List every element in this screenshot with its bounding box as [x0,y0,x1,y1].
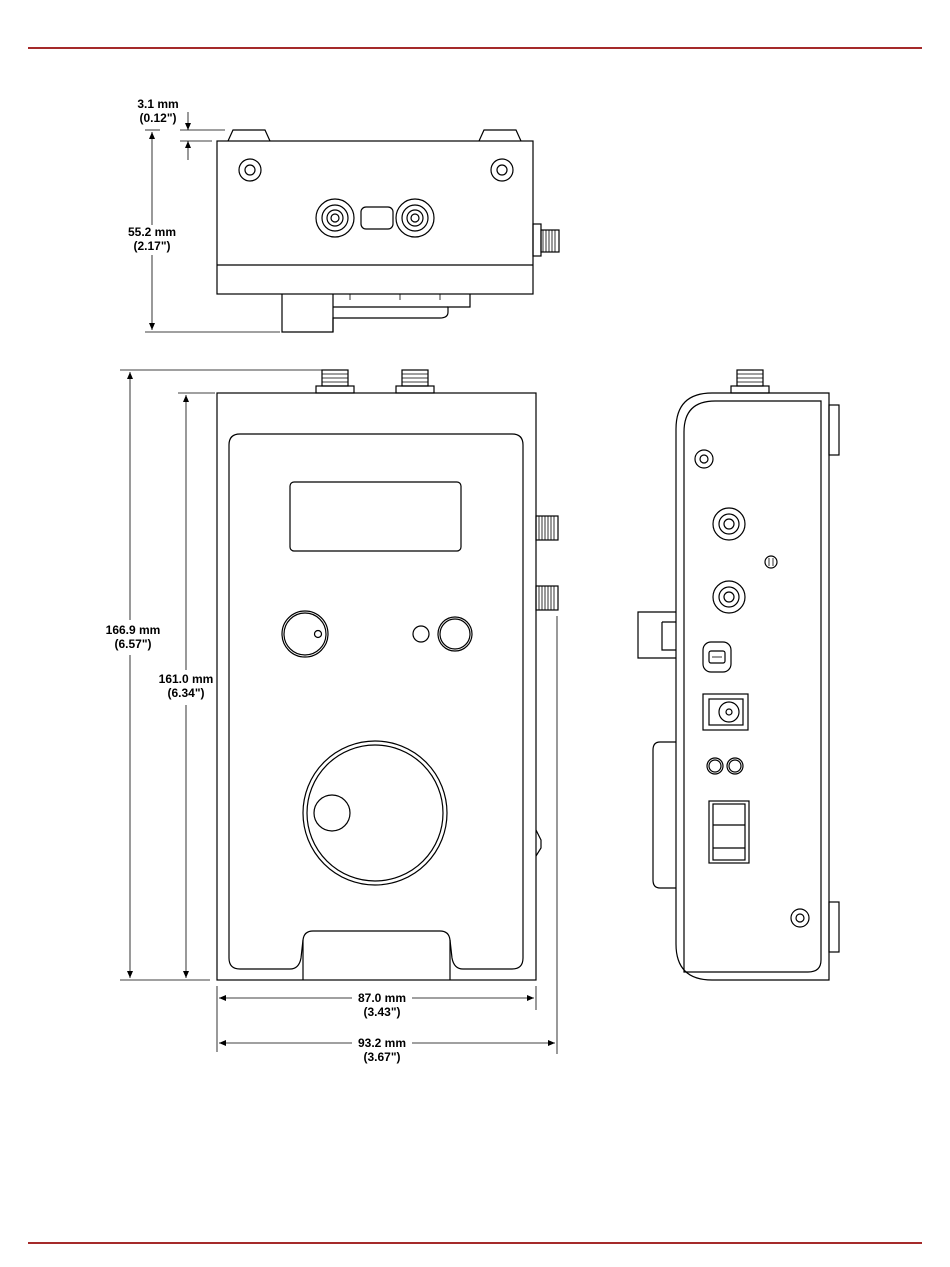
threaded-connector-icon [731,370,769,393]
front-body-width-mm: 87.0 mm [358,991,406,1005]
front-overall-height-in: (6.57") [114,637,151,651]
switch-icon [709,801,749,863]
front-body-height-mm: 161.0 mm [159,672,214,686]
front-overall-height-mm: 166.9 mm [106,623,161,637]
top-offset-mm: 3.1 mm [137,97,178,111]
front-overall-width-in: (3.67") [363,1050,400,1064]
threaded-connector-icon [316,370,354,393]
bnc-connector-icon [316,199,354,237]
front-body-width-in: (3.43") [363,1005,400,1019]
top-view-dimensions: 3.1 mm (0.12") 55.2 mm (2.17") [128,97,280,332]
power-jack-icon [703,694,748,730]
top-height-in: (2.17") [133,239,170,253]
threaded-connector-icon [536,586,558,610]
screw-icon [491,159,513,181]
top-height-mm: 55.2 mm [128,225,176,239]
front-view [217,370,558,980]
bnc-connector-icon [713,508,745,540]
led-icon [413,626,429,642]
front-overall-width-mm: 93.2 mm [358,1036,406,1050]
bnc-connector-icon [396,199,434,237]
threaded-connector-icon [533,224,559,256]
threaded-connector-icon [396,370,434,393]
bnc-connector-icon [713,581,745,613]
front-body-height-in: (6.34") [167,686,204,700]
knob-icon [282,611,328,657]
screw-icon [239,159,261,181]
threaded-connector-icon [536,516,558,540]
small-screw-icon [765,556,777,568]
top-offset-in: (0.12") [139,111,176,125]
top-view [217,130,559,332]
side-view [638,370,839,980]
button-icon [438,617,472,651]
front-view-dimensions: 166.9 mm (6.57") 161.0 mm (6.34") 87.0 m… [106,370,557,1064]
dial-icon [303,741,447,885]
usb-port-icon [703,642,731,672]
display-window [290,482,461,551]
